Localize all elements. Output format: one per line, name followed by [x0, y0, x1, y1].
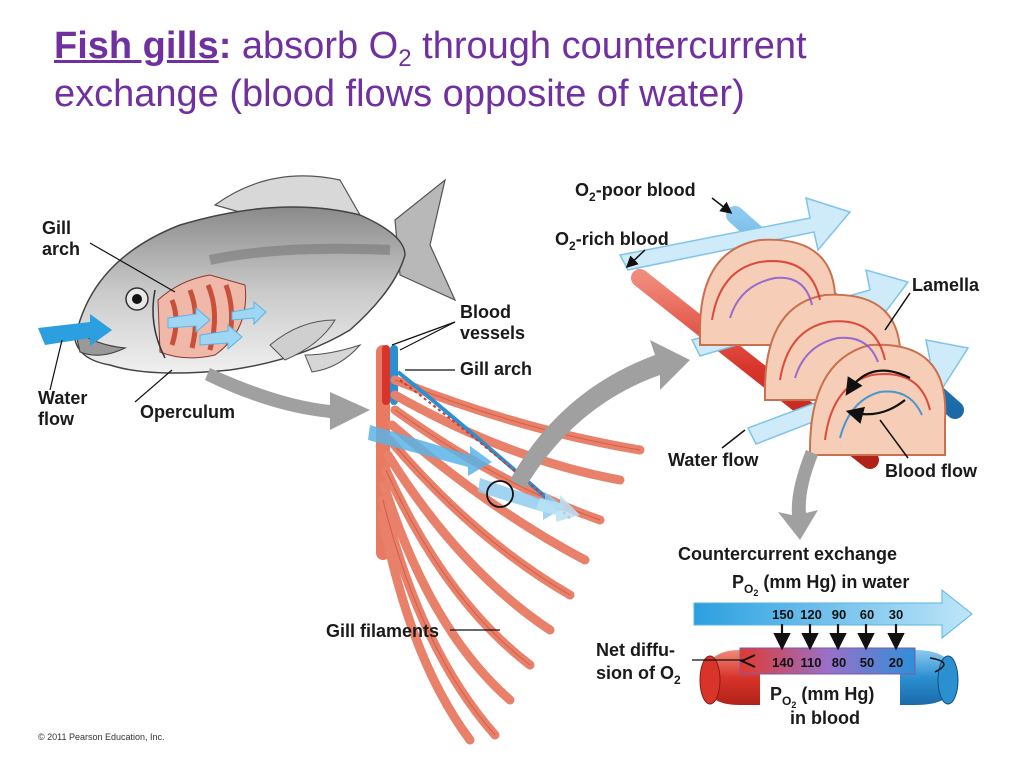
label-blood-vessels-1: Blood	[460, 302, 511, 322]
label-gill-arch-mid: Gill arch	[460, 359, 532, 379]
blood-value-4: 50	[860, 655, 874, 670]
lamellae-illustration	[618, 196, 970, 469]
title-colon: :	[218, 25, 232, 67]
blood-value-1: 140	[772, 655, 794, 670]
gray-arrow-gill-to-lamella	[510, 340, 690, 488]
blood-value-2: 110	[801, 655, 822, 670]
label-water-flow-2: flow	[38, 409, 75, 429]
title-subscript: 2	[398, 45, 412, 72]
label-gill-filaments: Gill filaments	[326, 621, 439, 641]
title-line1-rest: through countercurrent	[411, 25, 807, 67]
label-o2-poor-blood: O2-poor blood	[575, 180, 696, 204]
label-in-blood: in blood	[790, 708, 860, 728]
label-o2-rich-blood: O2-rich blood	[555, 229, 669, 253]
title-line1: absorb O	[231, 25, 399, 67]
label-water-flow-right: Water flow	[668, 450, 759, 470]
gray-arrow-fish-to-gill	[205, 368, 370, 430]
gray-arrow-to-countercurrent	[778, 450, 818, 540]
water-value-4: 60	[860, 607, 874, 622]
copyright-notice: © 2011 Pearson Education, Inc.	[38, 732, 165, 742]
label-net-diffusion-1: Net diffu-	[596, 640, 675, 660]
blood-value-3: 80	[832, 655, 846, 670]
gill-filaments-illustration	[368, 345, 645, 745]
water-value-5: 30	[889, 607, 903, 622]
gill-leader-lines	[391, 321, 500, 631]
water-value-2: 120	[800, 607, 822, 622]
label-countercurrent: Countercurrent exchange	[678, 544, 897, 564]
blood-value-5: 20	[889, 655, 903, 670]
label-operculum: Operculum	[140, 402, 235, 422]
water-value-3: 90	[832, 607, 846, 622]
fish-leader-lines	[49, 242, 176, 403]
label-blood-vessels-2: vessels	[460, 323, 525, 343]
label-gill-arch-1: Gill	[42, 218, 71, 238]
lamella-leader-lines	[625, 197, 911, 459]
label-net-diffusion-2: sion of O2	[596, 663, 681, 687]
diffusion-arrows	[773, 624, 905, 651]
label-gill-arch-2: arch	[42, 239, 80, 259]
title-line2: exchange (blood flows opposite of water)	[54, 73, 745, 115]
label-blood-flow: Blood flow	[885, 461, 978, 481]
label-po2-blood: PO2 (mm Hg)	[770, 684, 874, 710]
title-highlight: Fish gills	[54, 25, 219, 67]
fish-illustration	[38, 175, 457, 374]
countercurrent-diagram: 150 120 90 60 30 140 110 80 50 20	[692, 588, 973, 705]
label-lamella: Lamella	[912, 275, 980, 295]
slide-title: Fish gills: absorb O2 through countercur…	[54, 22, 994, 118]
water-value-1: 150	[772, 607, 794, 622]
label-water-flow-1: Water	[38, 388, 87, 408]
label-po2-water: PO2 (mm Hg) in water	[732, 572, 909, 598]
